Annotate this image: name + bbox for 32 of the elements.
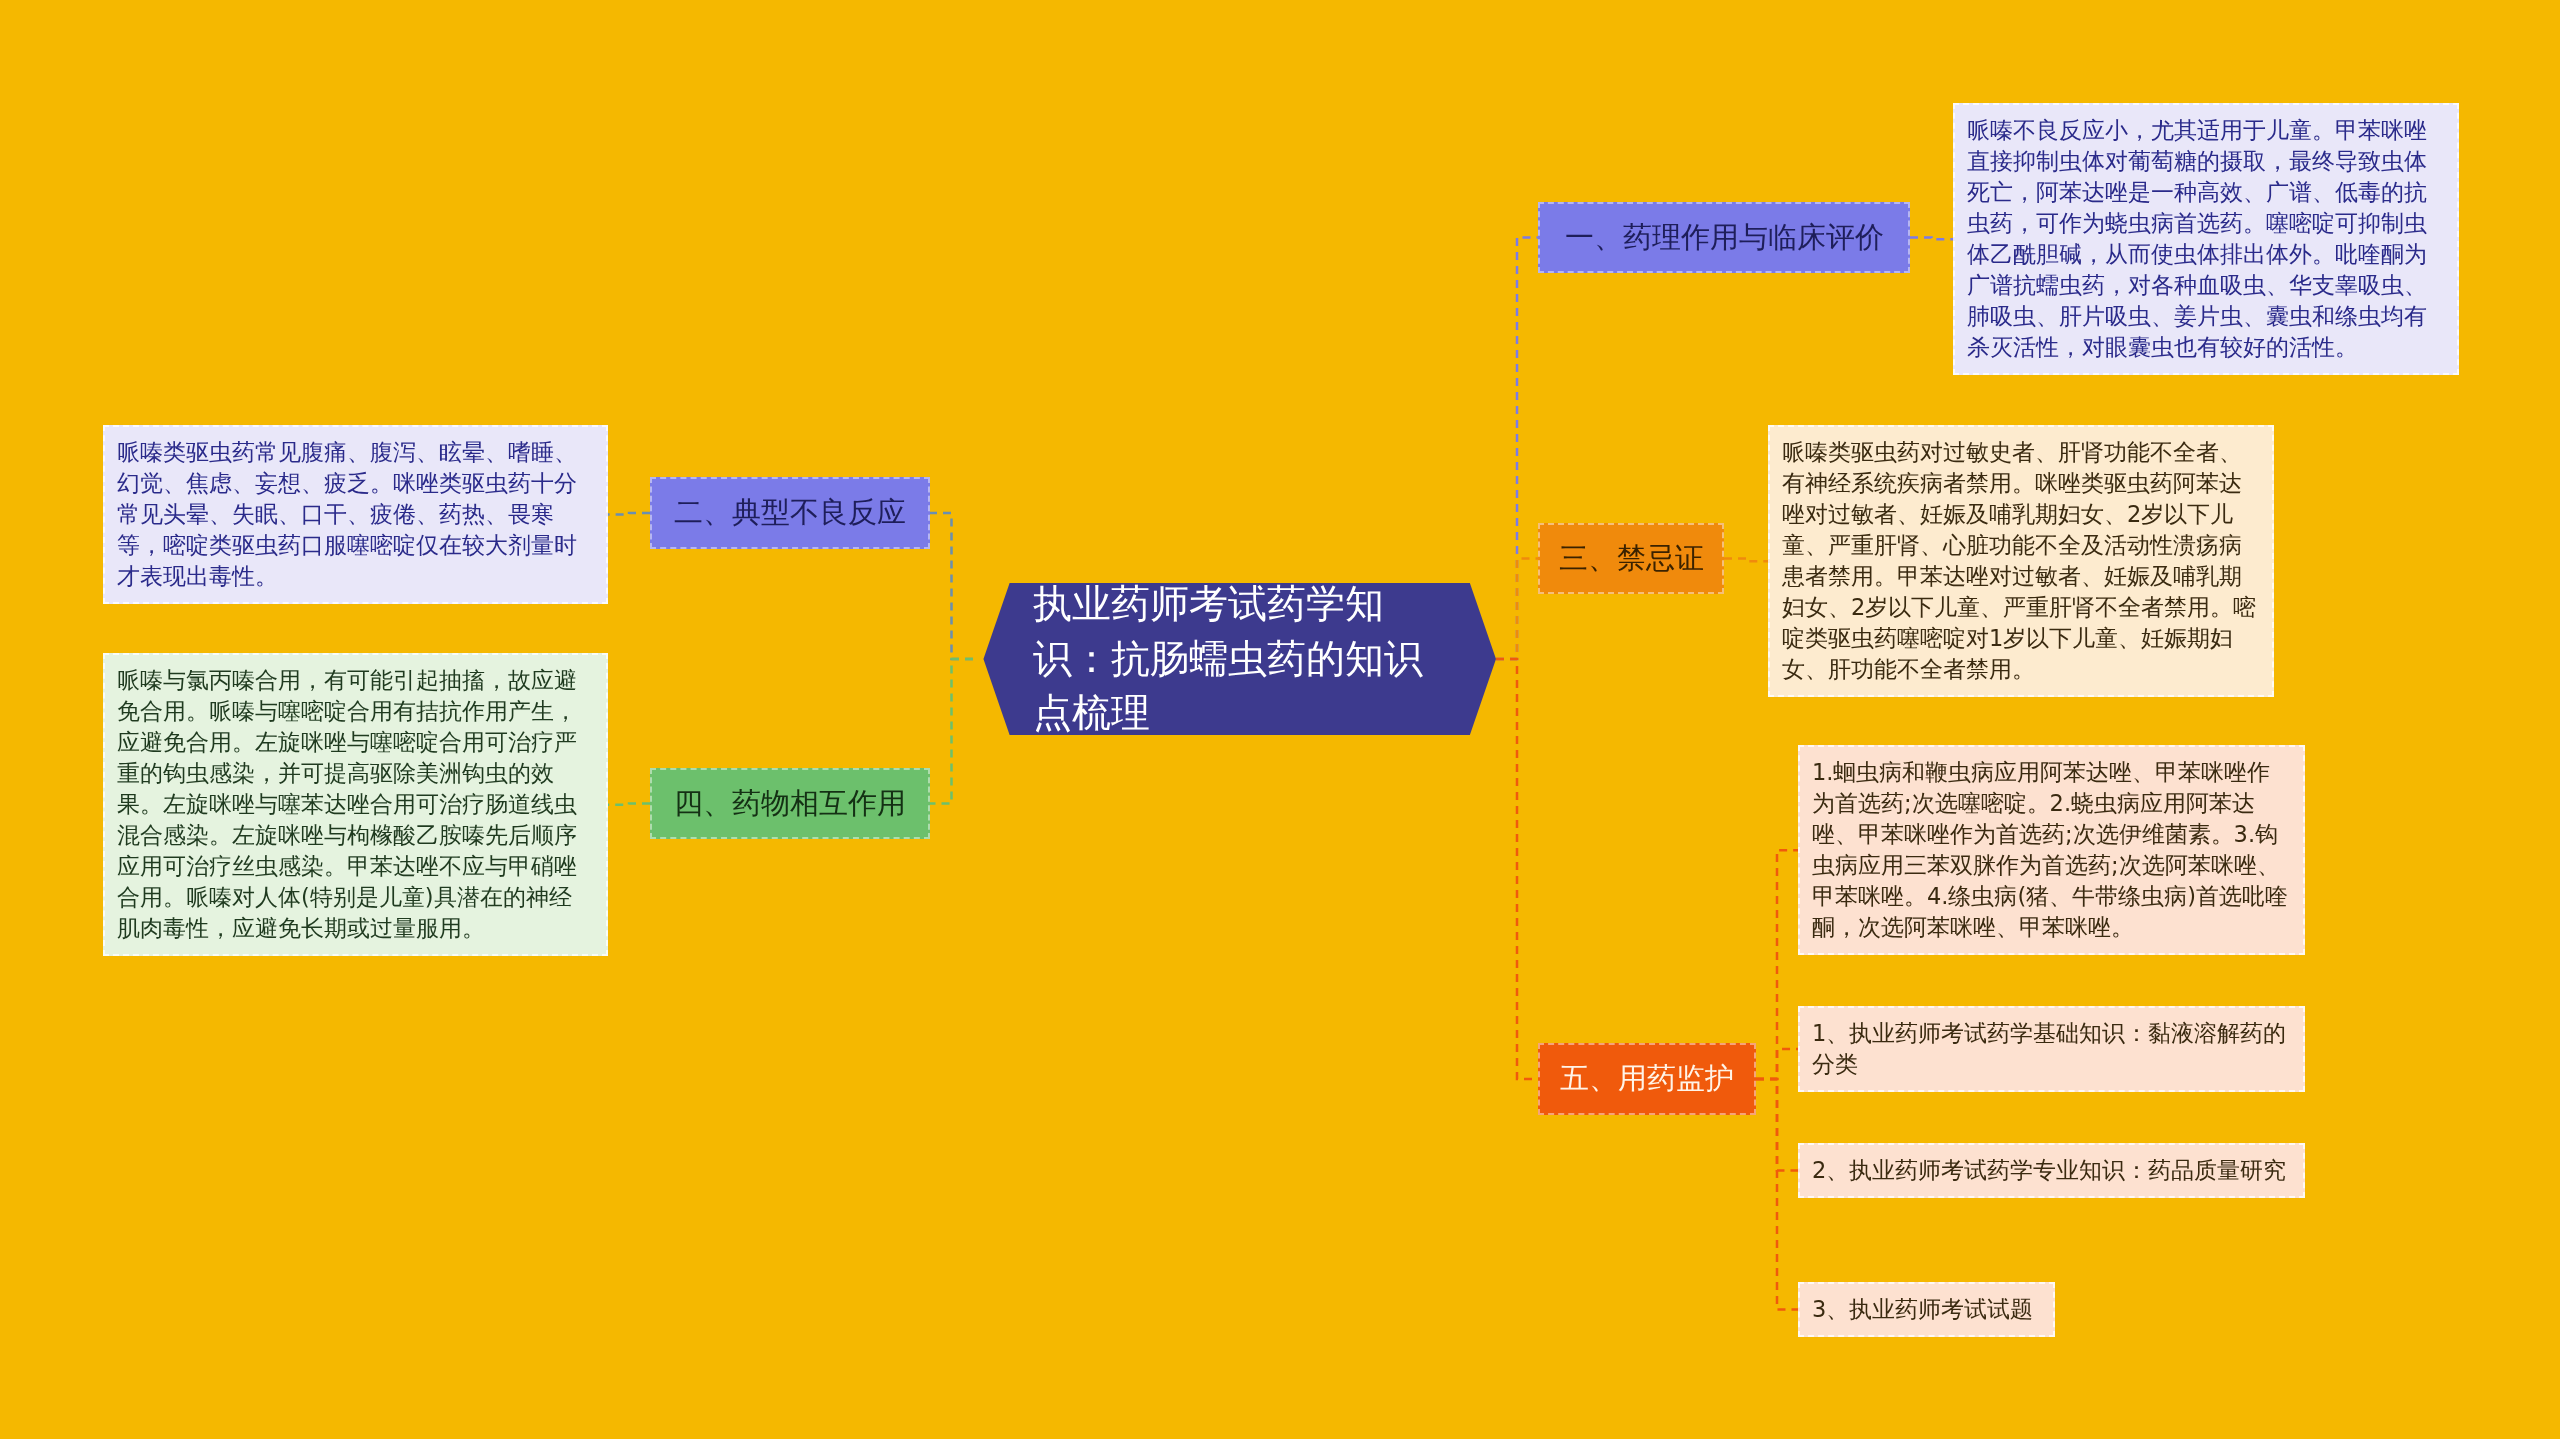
branch-topic — [1538, 1043, 1756, 1115]
branch-label: 三、禁忌证 — [1558, 539, 1704, 577]
branch-topic — [1538, 523, 1724, 594]
note-text: 1、执业药师考试药学基础知识：黏液溶解药的分类 — [1812, 1020, 2287, 1078]
connector — [930, 657, 973, 805]
branch-label: 五、用药监护 — [1560, 1060, 1734, 1097]
branch-label: 二、典型不良反应 — [674, 494, 906, 531]
note-card — [1798, 1282, 2055, 1338]
connector — [608, 511, 650, 516]
note-text: 3、执业药师考试试题 — [1812, 1296, 2034, 1322]
note-card — [1798, 1143, 2305, 1199]
connector — [1910, 236, 1953, 241]
branch-topic — [650, 768, 930, 839]
note-card — [1768, 425, 2274, 698]
topic-title: 执业药师考试药学知识：抗肠蠕虫药的知识点梳理 — [1032, 580, 1424, 738]
branch-topic — [1538, 202, 1910, 273]
note-text: 1.蛔虫病和鞭虫病应用阿苯达唑、甲苯咪唑作为首选药;次选噻嘧啶。2.蛲虫病应用阿苯达唑、甲苯咪唑作为首选药;次选伊维菌素。3.钩虫病应用三苯双脒作为首选药;次选阿苯咪唑、甲苯咪唑。4.绦虫病(猪、牛带绦虫病)首选吡喹酮，次选阿苯咪唑、甲苯咪唑。 — [1812, 759, 2289, 941]
connector — [1724, 557, 1768, 563]
note-card — [103, 425, 608, 605]
connector — [1756, 1077, 1798, 1311]
branch-label: 一、药理作用与临床评价 — [1564, 218, 1884, 256]
note-text: 哌嗪类驱虫药对过敏史者、肝肾功能不全者、有神经系统疾病者禁用。咪唑类驱虫药阿苯达唑对过敏者、妊娠及哺乳期妇女、2岁以下儿童、严重肝肾、心脏功能不全及活动性溃疡病患者禁用。甲苯达唑对过敏者、妊娠及哺乳期妇女、2岁以下儿童、严重肝肾不全者禁用。嘧啶类驱虫药噻嘧啶对1岁以下儿童、妊娠期妇女、肝功能不全者禁用。 — [1782, 439, 2257, 683]
note-text: 2、执业药师考试药学专业知识：药品质量研究 — [1812, 1157, 2287, 1183]
note-card — [103, 653, 608, 957]
note-card — [1798, 745, 2305, 956]
branch-label: 四、药物相互作用 — [674, 784, 906, 822]
note-text: 哌嗪类驱虫药常见腹痛、腹泻、眩晕、嗜睡、幻觉、焦虑、妄想、疲乏。咪唑类驱虫药十分常见头晕、失眠、口干、疲倦、药热、畏寒等，嘧啶类驱虫药口服噻嘧啶仅在较大剂量时才表现出毒性。 — [117, 439, 577, 590]
branch-topic — [650, 477, 930, 549]
note-text: 哌嗪与氯丙嗪合用，有可能引起抽搐，故应避免合用。哌嗪与噻嘧啶合用有拮抗作用产生，应避免合用。左旋咪唑与噻嘧啶合用可治疗严重的钩虫感染，并可提高驱除美洲钩虫的效果。左旋咪唑与噻苯达唑合用可治疗肠道线虫混合感染。左旋咪唑与枸橼酸乙胺嗪先后顺序应用可治疗丝虫感染。甲苯达唑不应与甲硝唑合用。哌嗪对人体(特别是儿童)具潜在的神经肌肉毒性，应避免长期或过量服用。 — [117, 667, 577, 942]
note-card — [1953, 103, 2459, 376]
note-card — [1798, 1006, 2305, 1093]
note-text: 哌嗪不良反应小，尤其适用于儿童。甲苯咪唑直接抑制虫体对葡萄糖的摄取，最终导致虫体死亡，阿苯达唑是一种高效、广谱、低毒的抗虫药，可作为蛲虫病首选药。噻嘧啶可抑制虫体乙酰胆碱，从而使虫体排出体外。吡喹酮为广谱抗蠕虫药，对各种血吸虫、华支睾吸虫、肺吸虫、肝片吸虫、姜片虫、囊虫和绦虫均有杀灭活性，对眼囊虫也有较好的活性。 — [1967, 117, 2427, 361]
